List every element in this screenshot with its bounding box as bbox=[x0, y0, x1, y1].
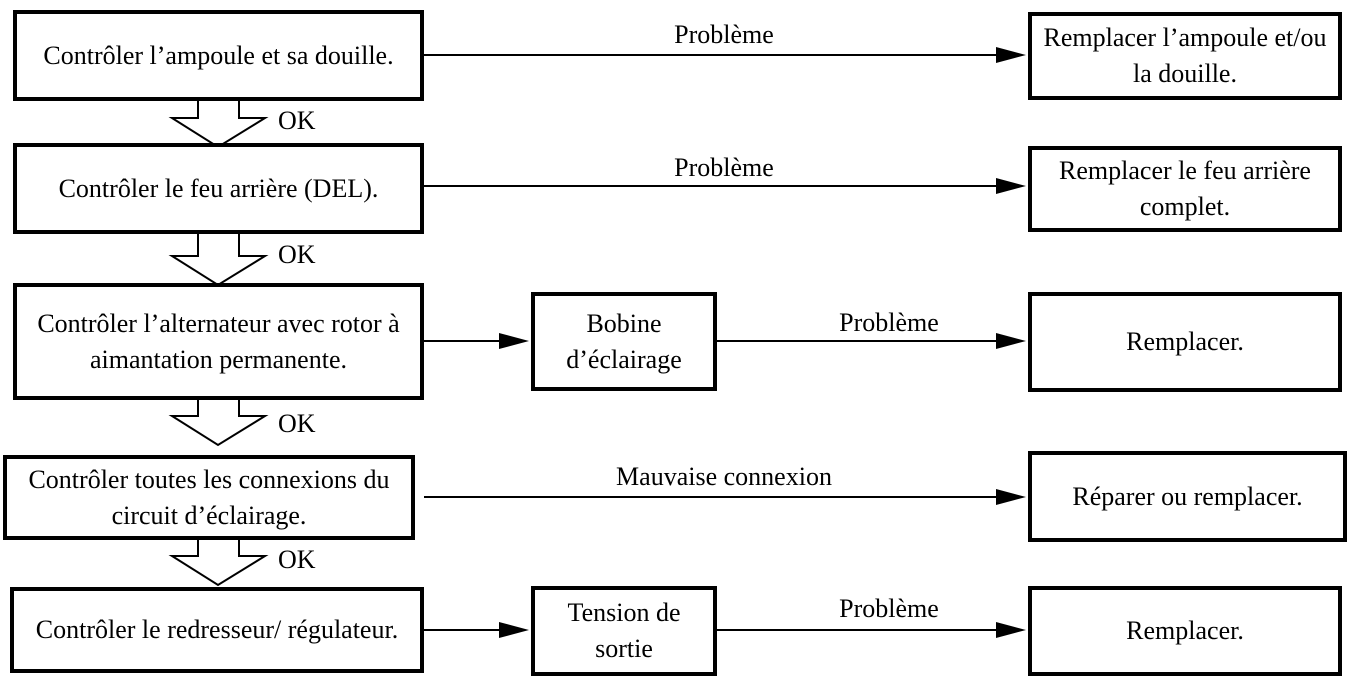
condition-label-row3: Problème bbox=[839, 308, 939, 337]
ok-arrow-1 bbox=[168, 97, 269, 149]
output-voltage-text: Tension de sortie bbox=[567, 598, 681, 663]
check-rectifier-regulator-text: Contrôler le redresseur/ régulateur. bbox=[35, 615, 399, 644]
ok-arrow-3 bbox=[168, 397, 269, 447]
arrowhead-row1 bbox=[996, 47, 1026, 63]
condition-label-row2: Problème bbox=[674, 153, 774, 182]
check-alternator-text: Contrôler l’alternateur avec rotor à aim… bbox=[37, 308, 400, 374]
arrowhead-row4 bbox=[996, 489, 1026, 505]
lighting-coil-text: Bobine d’éclairage bbox=[566, 308, 682, 374]
check-tail-light-text: Contrôler le feu arrière (DEL). bbox=[58, 173, 379, 203]
action-replace-bulb-text: Remplacer l’ampoule et/ou la douille. bbox=[1043, 23, 1327, 88]
output-voltage-box: Tension de sortie bbox=[531, 586, 717, 676]
action-replace-bulb-box: Remplacer l’ampoule et/ou la douille. bbox=[1028, 12, 1342, 100]
arrowhead-row3b bbox=[996, 333, 1026, 349]
check-rectifier-regulator-box: Contrôler le redresseur/ régulateur. bbox=[10, 587, 424, 673]
action-replace-tail-light-text: Remplacer le feu arrière complet. bbox=[1059, 156, 1311, 221]
action-repair-replace-text: Réparer ou remplacer. bbox=[1072, 481, 1303, 511]
ok-label-4: OK bbox=[278, 545, 316, 574]
check-bulb-socket-box: Contrôler l’ampoule et sa douille. bbox=[13, 10, 424, 101]
action-repair-replace-box: Réparer ou remplacer. bbox=[1028, 451, 1347, 542]
condition-label-row5: Problème bbox=[839, 594, 939, 623]
check-connections-text: Contrôler toutes les connexions du circu… bbox=[28, 464, 390, 530]
arrowhead-row3a bbox=[499, 333, 529, 349]
action-replace-row3-text: Remplacer. bbox=[1126, 327, 1244, 356]
lighting-coil-box: Bobine d’éclairage bbox=[531, 292, 717, 391]
condition-label-row4: Mauvaise connexion bbox=[616, 462, 832, 491]
ok-label-2: OK bbox=[278, 240, 316, 269]
action-replace-row3-box: Remplacer. bbox=[1028, 292, 1342, 392]
arrowhead-row2 bbox=[996, 178, 1026, 194]
action-replace-row5-box: Remplacer. bbox=[1028, 586, 1342, 676]
arrowhead-row5b bbox=[996, 622, 1026, 638]
check-connections-box: Contrôler toutes les connexions du circu… bbox=[3, 455, 415, 540]
check-alternator-box: Contrôler l’alternateur avec rotor à aim… bbox=[13, 283, 424, 400]
ok-label-1: OK bbox=[278, 106, 316, 135]
action-replace-tail-light-box: Remplacer le feu arrière complet. bbox=[1028, 146, 1342, 232]
check-tail-light-box: Contrôler le feu arrière (DEL). bbox=[13, 143, 424, 234]
ok-arrow-4 bbox=[168, 536, 269, 587]
ok-arrow-2 bbox=[168, 232, 269, 287]
ok-label-3: OK bbox=[278, 409, 316, 438]
check-bulb-socket-text: Contrôler l’ampoule et sa douille. bbox=[43, 40, 394, 70]
condition-label-row1: Problème bbox=[674, 20, 774, 49]
arrowhead-row5a bbox=[499, 622, 529, 638]
action-replace-row5-text: Remplacer. bbox=[1126, 616, 1244, 645]
